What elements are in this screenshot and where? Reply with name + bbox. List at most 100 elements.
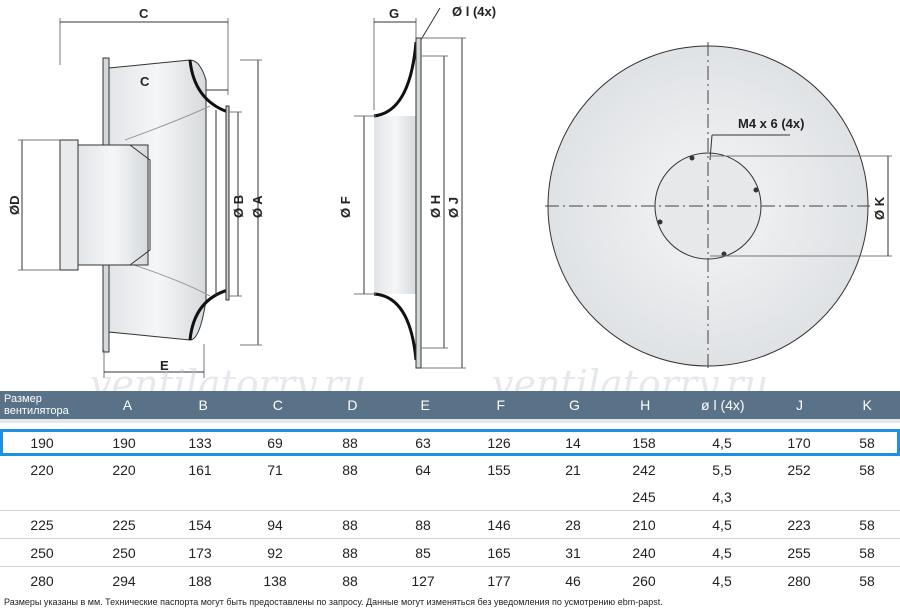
table-cell: 223 (787, 516, 811, 533)
table-cell: 188 (188, 572, 212, 589)
table-cell: 88 (342, 434, 358, 451)
header-d: D (347, 397, 358, 413)
table-cell: 126 (487, 434, 511, 451)
table-cell: 133 (188, 434, 212, 451)
table-cell: 245 (632, 488, 656, 505)
header-h: H (640, 397, 651, 413)
table-cell: 4,3 (712, 488, 732, 505)
label-c-top: C (139, 6, 149, 21)
table-cell: 31 (565, 544, 581, 561)
table-cell: 58 (859, 572, 875, 589)
table-cell: 250 (30, 544, 54, 561)
header-e: E (420, 397, 430, 413)
table-cell: 250 (112, 544, 136, 561)
label-k: Ø K (872, 196, 887, 220)
table-cell: 220 (30, 461, 54, 478)
table-cell: 190 (30, 434, 54, 451)
label-d: ØD (7, 196, 22, 216)
table-cell: 5,5 (712, 461, 732, 478)
table-cell: 294 (112, 572, 136, 589)
table-cell: 225 (112, 516, 136, 533)
table-cell: 158 (632, 434, 656, 451)
table-cell: 225 (30, 516, 54, 533)
label-h: Ø H (428, 195, 443, 218)
table-row: 220 220 161 71 88 64 155 21 242 5,5 252 … (0, 456, 900, 483)
table-row: 280 294 188 138 88 127 177 46 260 4,5 28… (0, 567, 900, 594)
table-cell: 146 (487, 516, 511, 533)
table-cell: 92 (267, 544, 283, 561)
table-cell: 88 (415, 516, 431, 533)
inlet-nozzle-view (354, 7, 466, 369)
footnote: Размеры указаны в мм. Технические паспор… (4, 597, 663, 607)
table-cell: 14 (565, 434, 581, 451)
dimensions-table: Размер вентилятора A B C D E F G H ø l (… (0, 391, 900, 594)
table-cell: 85 (415, 544, 431, 561)
fan-side-view (18, 18, 262, 378)
label-a: Ø A (250, 195, 265, 218)
table-cell: 46 (565, 572, 581, 589)
table-cell: 28 (565, 516, 581, 533)
table-cell: 88 (342, 544, 358, 561)
table-cell: 242 (632, 461, 656, 478)
table-cell: 280 (787, 572, 811, 589)
header-a: A (122, 397, 133, 413)
table-cell: 170 (787, 434, 811, 451)
label-e: E (160, 358, 169, 373)
table-cell: 88 (342, 572, 358, 589)
table-cell: 88 (342, 461, 358, 478)
table-cell: 64 (415, 461, 431, 478)
table-cell: 138 (263, 572, 287, 589)
table-cell: 220 (112, 461, 136, 478)
table-row[interactable]: 190 190 133 69 88 63 126 14 158 4,5 170 … (0, 429, 900, 456)
table-cell: 58 (859, 434, 875, 451)
table-row: 250 250 173 92 88 85 165 31 240 4,5 255 … (0, 539, 900, 566)
table-cell: 94 (267, 516, 283, 533)
table-row: 245 4,3 (0, 483, 900, 510)
header-g: G (569, 397, 580, 413)
label-l: Ø l (4x) (452, 4, 496, 19)
header-j: J (795, 397, 803, 413)
table-cell: 260 (632, 572, 656, 589)
table-cell: 252 (787, 461, 811, 478)
header-f: F (496, 397, 506, 413)
table-cell: 63 (415, 434, 431, 451)
table-cell: 4,5 (712, 572, 732, 589)
table-cell: 88 (342, 516, 358, 533)
table-cell: 173 (188, 544, 212, 561)
fan-front-view (545, 42, 892, 372)
table-cell: 155 (487, 461, 511, 478)
label-m4: M4 x 6 (4x) (738, 116, 804, 131)
table-cell: 4,5 (712, 434, 732, 451)
table-cell: 21 (565, 461, 581, 478)
table-row: 225 225 154 94 88 88 146 28 210 4,5 223 … (0, 511, 900, 538)
table-cell: 240 (632, 544, 656, 561)
table-cell: 127 (411, 572, 435, 589)
label-b: Ø B (231, 195, 246, 218)
table-cell: 161 (188, 461, 212, 478)
table-cell: 4,5 (712, 544, 732, 561)
table-cell: 280 (30, 572, 54, 589)
technical-drawings: C C E ØD Ø B Ø A G Ø l (4x) Ø F Ø H Ø J (7, 4, 892, 378)
table-cell: 154 (188, 516, 212, 533)
table-cell: 58 (859, 516, 875, 533)
label-f: Ø F (338, 196, 353, 218)
label-c-mid: C (140, 74, 150, 89)
header-c: C (272, 397, 283, 413)
table-cell: 177 (487, 572, 511, 589)
table-cell: 255 (787, 544, 811, 561)
table-cell: 4,5 (712, 516, 732, 533)
label-g: G (389, 6, 399, 21)
table-cell: 58 (859, 544, 875, 561)
table-cell: 58 (859, 461, 875, 478)
table-header: Размер вентилятора A B C D E F G H ø l (… (0, 391, 900, 419)
header-fan-size: Размер вентилятора (4, 393, 69, 417)
header-l: ø l (4x) (701, 397, 745, 413)
header-b: B (198, 397, 208, 413)
table-cell: 71 (267, 461, 283, 478)
table-cell: 69 (267, 434, 283, 451)
table-cell: 210 (632, 516, 656, 533)
table-cell: 165 (487, 544, 511, 561)
header-k: K (862, 397, 872, 413)
label-j: Ø J (446, 197, 461, 218)
table-cell: 190 (112, 434, 136, 451)
